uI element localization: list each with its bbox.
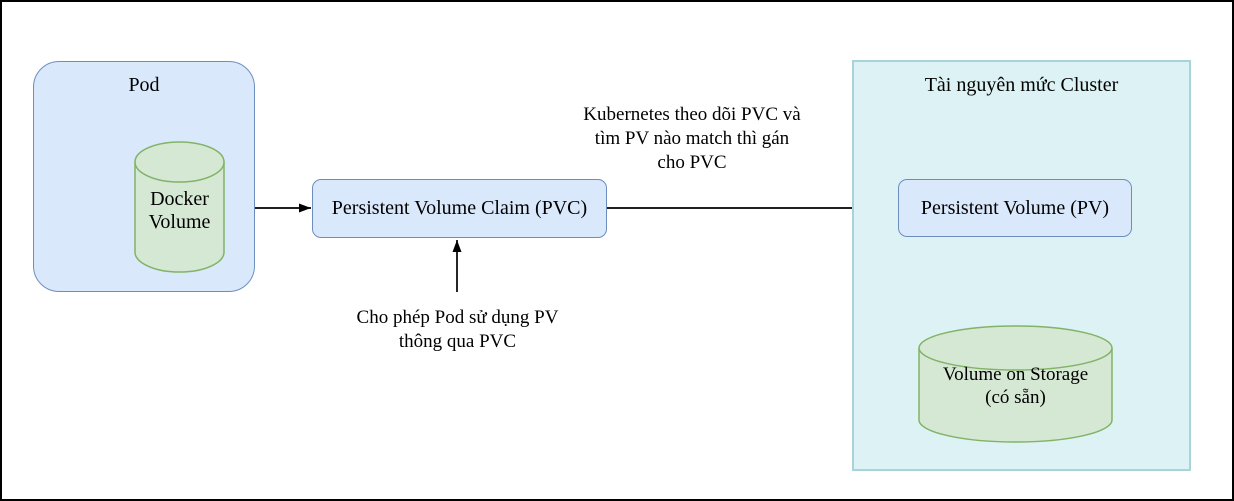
storage-volume-label-line1: Volume on Storage	[942, 364, 1089, 385]
annotation-usage-line2: thông qua PVC	[398, 331, 517, 352]
docker-volume-label: Docker Volume	[135, 142, 224, 272]
storage-volume-label-line2: (có sẵn)	[985, 387, 1046, 408]
annotation-usage-line1: Cho phép Pod sử dụng PV	[356, 307, 559, 328]
docker-volume-cylinder: Docker Volume	[134, 141, 225, 273]
annotation-usage-text: Cho phép Pod sử dụng PV thông qua PVC	[320, 306, 595, 354]
cylinder-shape	[134, 141, 225, 273]
pvc-node: Persistent Volume Claim (PVC)	[312, 179, 607, 238]
pvc-label: Persistent Volume Claim (PVC)	[331, 197, 588, 219]
annotation-match-line3: cho PVC	[657, 152, 727, 173]
storage-volume-cylinder: Volume on Storage (có sẵn)	[918, 325, 1113, 443]
pod-label: Pod	[128, 74, 160, 96]
cylinder-shape	[918, 325, 1113, 443]
annotation-match-line1: Kubernetes theo dõi PVC và	[583, 104, 801, 125]
docker-volume-label-line1: Docker	[150, 188, 209, 210]
storage-volume-label: Volume on Storage (có sẵn)	[919, 326, 1112, 442]
cluster-label: Tài nguyên mức Cluster	[924, 74, 1119, 96]
pv-node: Persistent Volume (PV)	[898, 179, 1132, 237]
annotation-match-text: Kubernetes theo dõi PVC và tìm PV nào ma…	[517, 103, 867, 175]
annotation-match-line2: tìm PV nào match thì gán	[594, 128, 790, 149]
pv-label: Persistent Volume (PV)	[920, 196, 1110, 219]
docker-volume-label-line2: Volume	[148, 211, 211, 233]
